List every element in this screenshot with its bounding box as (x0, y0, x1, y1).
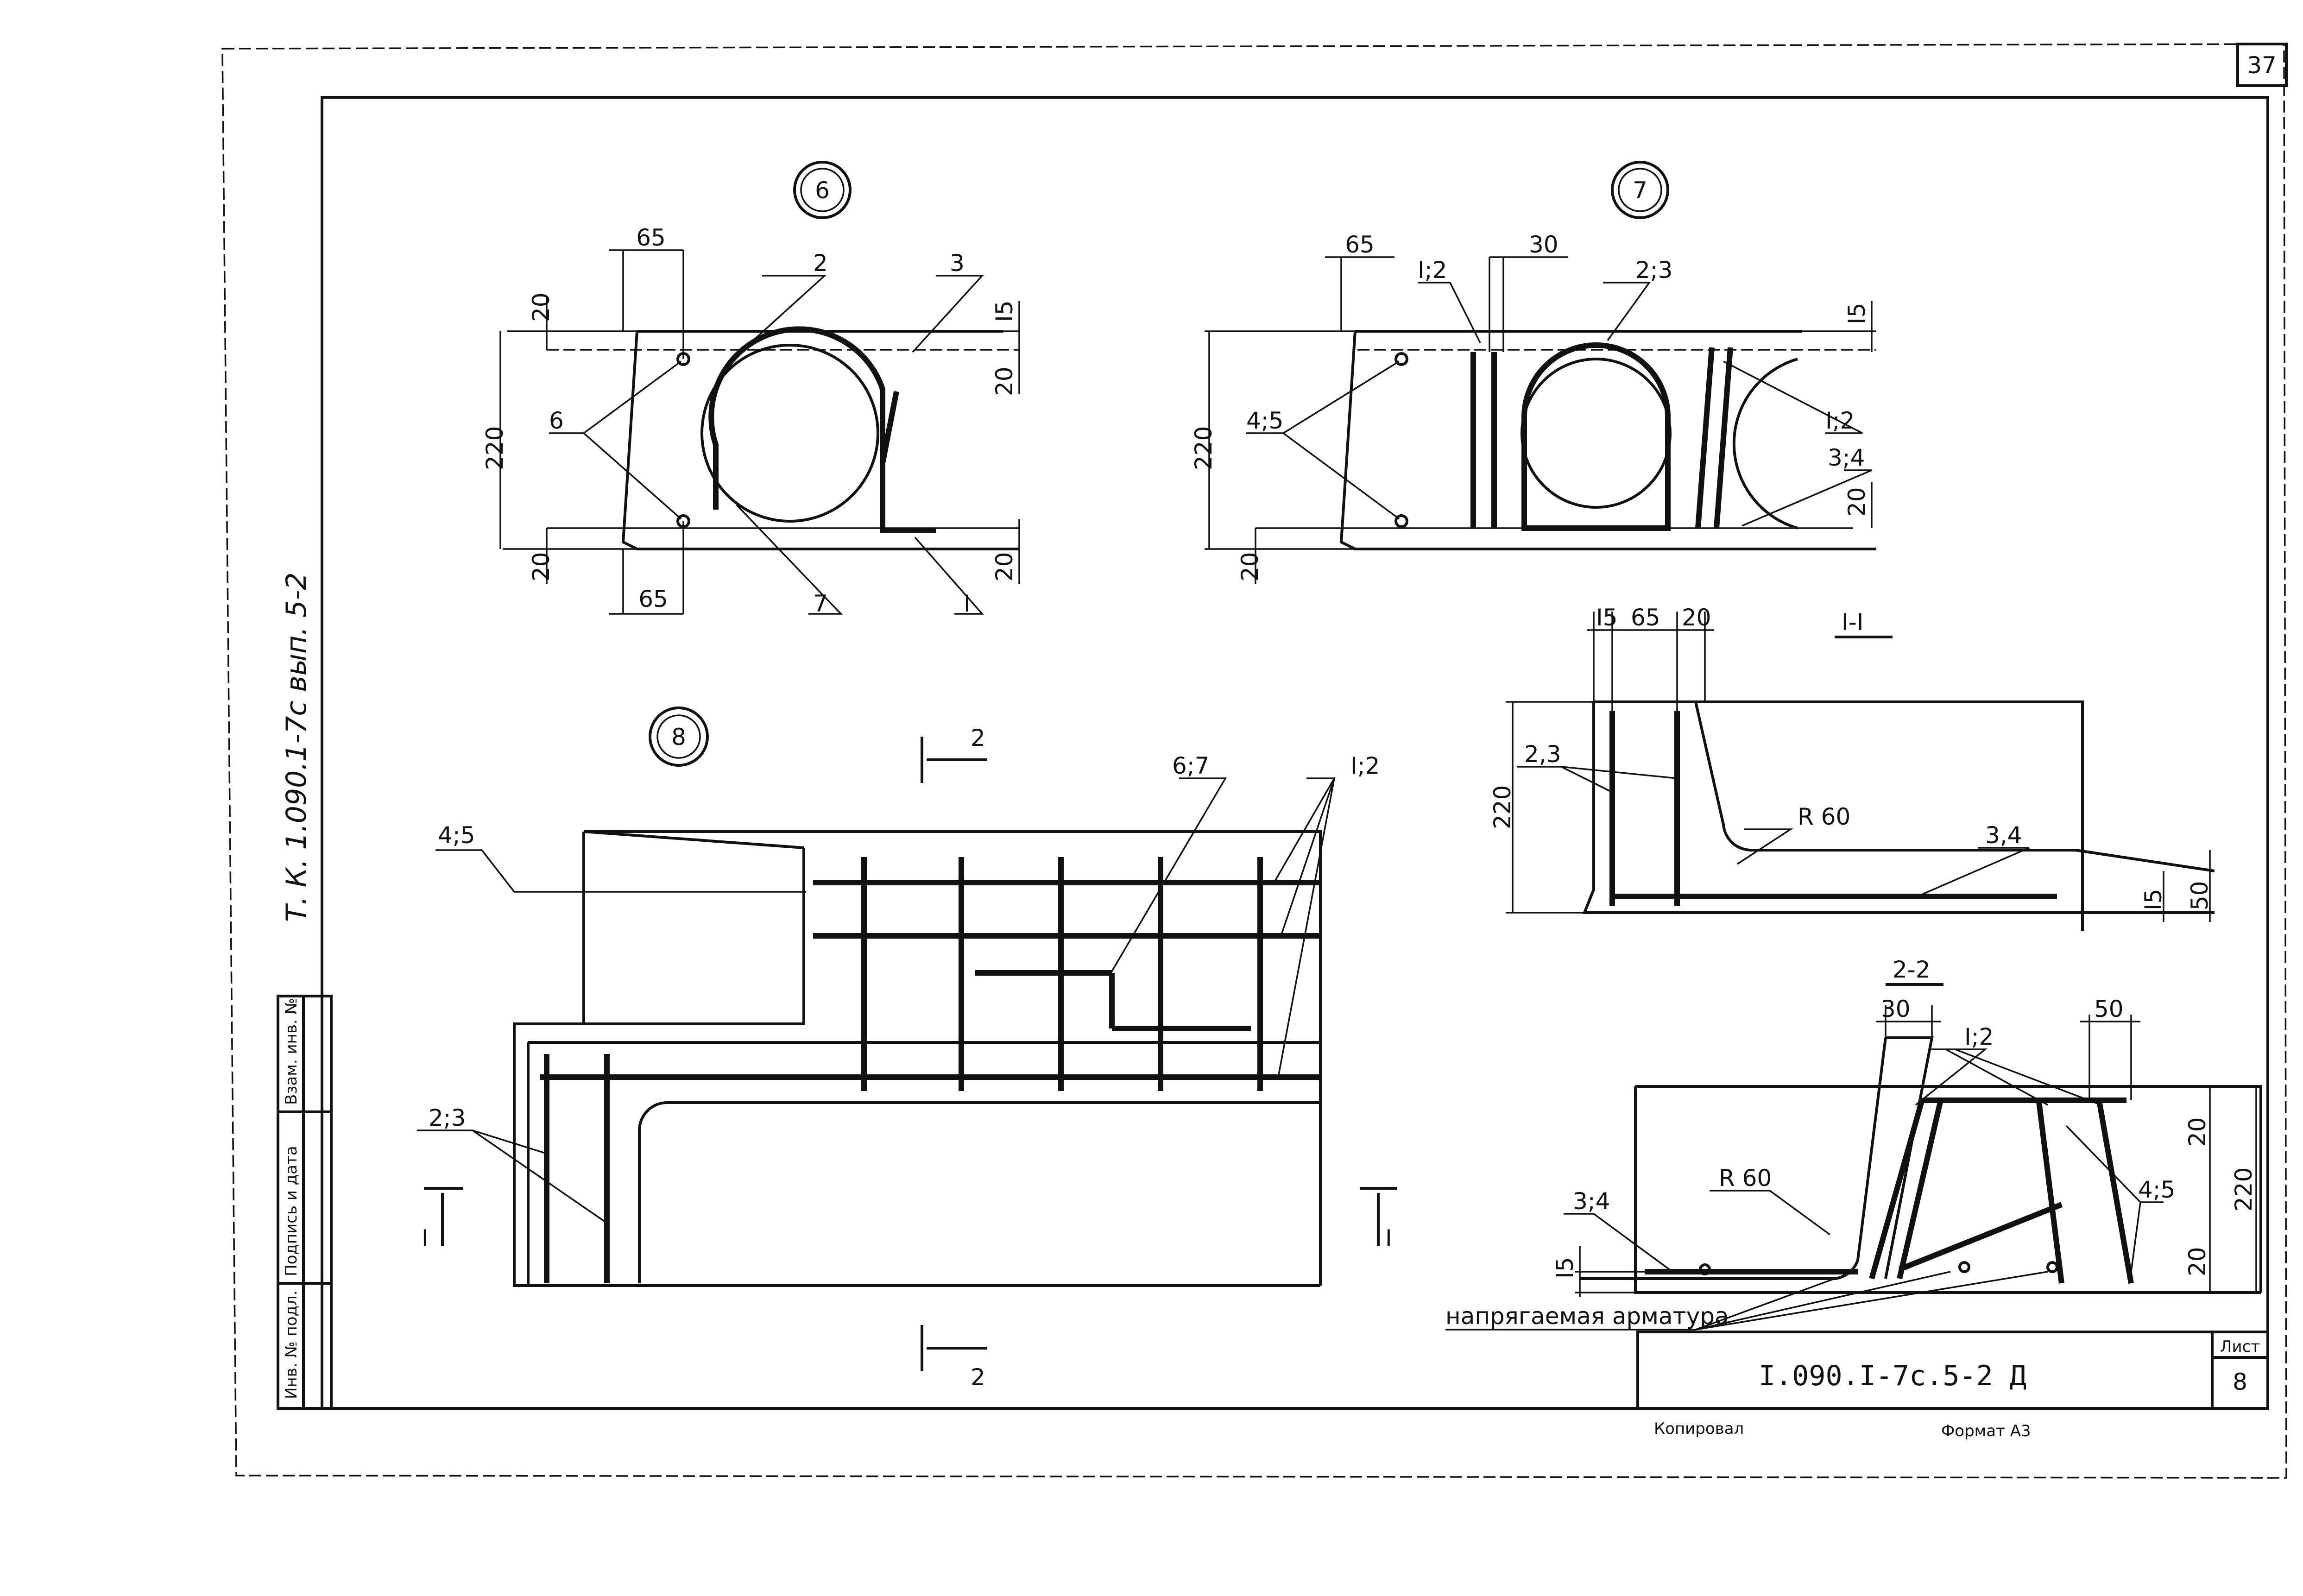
d8-cut-2-bottom: 2 (971, 1364, 985, 1391)
d7-dim-15: I5 (1843, 303, 1870, 324)
side-note: Т. К. 1.090.1-7с вып. 5-2 (280, 572, 313, 922)
d8-cut-2-top: 2 (971, 725, 985, 751)
detail-6-id: 6 (815, 177, 830, 204)
left-stamp: Инв. № подл. Подпись и дата Взам. инв. № (277, 995, 333, 1410)
d6-dim-20-right: 20 (991, 366, 1018, 396)
s1-dim-15: I5 (1596, 604, 1618, 631)
d6-mark-3: 3 (950, 250, 965, 277)
s2-mark-r60: R 60 (1719, 1165, 1772, 1192)
detail-7: 7 65 30 220 20 I5 20 I;2 2;3 4;5 (1190, 161, 1876, 584)
d6-mark-6: 6 (549, 407, 564, 434)
detail-7-id: 7 (1633, 177, 1647, 204)
d8-mark-23: 2;3 (429, 1104, 466, 1131)
d8-mark-12: I;2 (1350, 752, 1380, 779)
d7-dim-20-bottom: 20 (1237, 552, 1263, 581)
s1-mark-23: 2,3 (1524, 741, 1561, 768)
s1-dim-15-right: I5 (2140, 889, 2167, 910)
copied-label: Копировал (1654, 1419, 1744, 1438)
s1-title: I-I (1842, 609, 1864, 636)
s2-dim-20-bottom: 20 (2184, 1247, 2211, 1276)
s2-note: напрягаемая арматура (1445, 1303, 1729, 1330)
s2-mark-12: I;2 (1964, 1023, 1994, 1050)
s1-dim-20: 20 (1682, 604, 1711, 631)
sheet-value: 8 (2233, 1369, 2247, 1395)
section-1-1: I-I I5 65 20 220 I5 50 2,3 R 60 3,4 (1489, 604, 2215, 931)
title-block: I.090.I-7с.5-2 Д Лист 8 Копировал Формат… (1636, 1331, 2269, 1440)
designation: I.090.I-7с.5-2 Д (1759, 1360, 2026, 1392)
d7-mark-23: 2;3 (1635, 257, 1672, 284)
d6-dim-20-bottom: 20 (528, 552, 555, 581)
s2-mark-45: 4;5 (2138, 1176, 2175, 1203)
d7-dim-65: 65 (1345, 231, 1375, 258)
d6-mark-1: I (964, 590, 971, 617)
d8-cut-1-right: I (1385, 1225, 1392, 1252)
sheet-frame: 37 (221, 43, 2288, 1479)
s1-dim-220: 220 (1489, 785, 1516, 829)
d7-dim-220: 220 (1190, 426, 1217, 470)
d7-dim-30: 30 (1529, 231, 1558, 258)
d6-mark-7: 7 (813, 590, 828, 617)
stamp-col-sign: Подпись и дата (282, 1146, 301, 1276)
d7-mark-45: 4;5 (1246, 407, 1283, 434)
detail-8-id: 8 (671, 724, 686, 751)
d8-cut-1-left: I (422, 1225, 429, 1252)
stamp-col-replace: Взам. инв. № (282, 998, 301, 1105)
d6-dim-20-top: 20 (528, 292, 555, 322)
d6-dim-bottom-65: 65 (638, 586, 668, 612)
d7-dim-20-right: 20 (1843, 487, 1870, 517)
format-label: Формат А3 (1941, 1422, 2031, 1440)
s1-mark-34: 3,4 (1985, 822, 2022, 849)
s2-dim-220: 220 (2230, 1167, 2257, 1211)
s2-dim-20-top: 20 (2184, 1117, 2211, 1147)
d6-mark-2: 2 (813, 250, 828, 277)
d7-mark-12-right: I;2 (1825, 407, 1855, 434)
s2-dim-15: I5 (1552, 1257, 1578, 1279)
detail-8: 8 4;5 6;7 (417, 707, 1397, 1391)
section-2-2: 2-2 30 50 (1445, 956, 2262, 1331)
d8-mark-67: 6;7 (1172, 752, 1209, 779)
sheet-label: Лист (2220, 1337, 2260, 1356)
s1-mark-r60: R 60 (1798, 803, 1850, 830)
d6-dim-top-65: 65 (636, 224, 666, 251)
s2-dim-30: 30 (1881, 996, 1911, 1022)
s1-dim-65: 65 (1631, 604, 1660, 631)
d6-dim-15: I5 (991, 300, 1018, 322)
s2-title: 2-2 (1893, 956, 1931, 983)
s2-mark-34: 3;4 (1573, 1188, 1610, 1215)
s1-dim-50: 50 (2186, 881, 2213, 910)
stamp-col-inv: Инв. № подл. (282, 1290, 301, 1399)
detail-6: 6 65 20 220 20 65 I5 20 (481, 161, 1020, 617)
d7-mark-34: 3;4 (1828, 444, 1865, 471)
d8-mark-45: 4;5 (438, 822, 475, 849)
d7-mark-12-left: I;2 (1418, 257, 1447, 284)
s2-dim-50: 50 (2094, 996, 2124, 1022)
d6-dim-20-right-bottom: 20 (991, 552, 1018, 581)
sheet-number-top: 37 (2247, 52, 2277, 79)
d6-dim-220: 220 (481, 426, 508, 470)
